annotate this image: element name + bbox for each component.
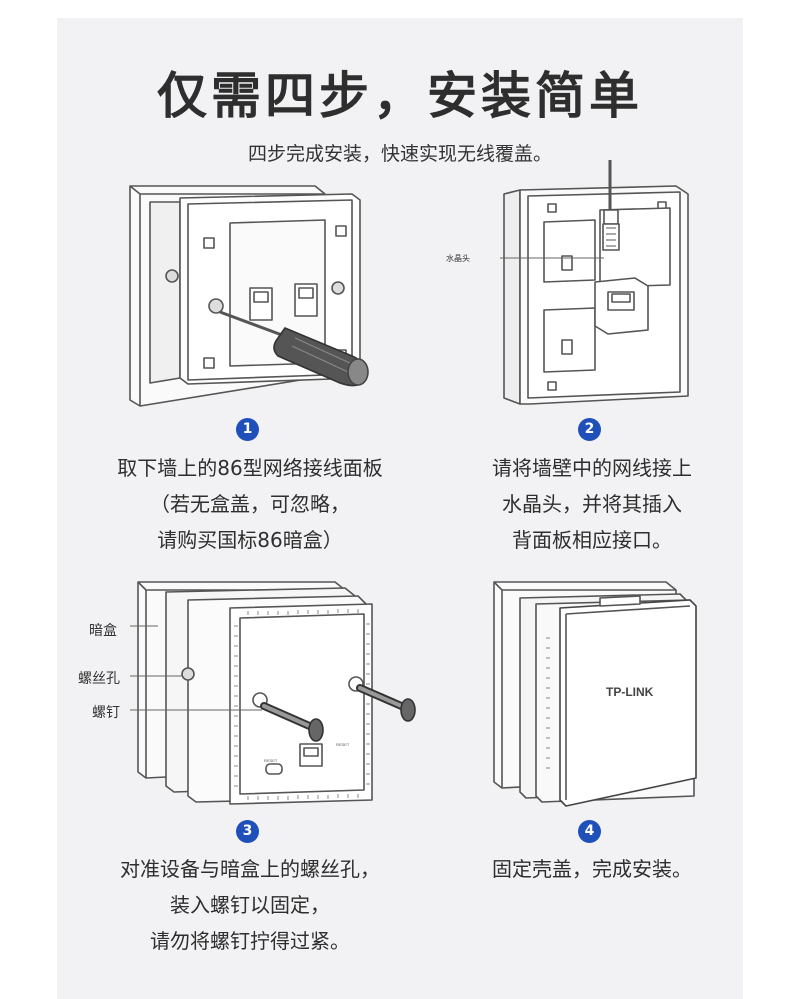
step-3-line-3: 请勿将螺钉拧得过紧。 — [150, 929, 350, 953]
screw-hole-callout: 螺丝孔 — [78, 671, 120, 687]
step-3-line-2: 装入螺钉以固定， — [170, 893, 330, 917]
step-4-description: 固定壳盖，完成安装。 — [427, 851, 757, 887]
step-2-line-2: 水晶头，并将其插入 — [502, 492, 682, 516]
background-panel — [57, 18, 743, 999]
step-2-line-3: 背面板相应接口。 — [512, 528, 672, 552]
step-1-illustration — [129, 185, 369, 407]
brand-logo: TP-LINK — [606, 685, 654, 699]
reset-label-left: RESET — [264, 758, 278, 763]
step-3-line-1: 对准设备与暗盒上的螺丝孔， — [120, 857, 380, 881]
step-4-line-1: 固定壳盖，完成安装。 — [492, 857, 692, 881]
step-1-line-2: （若无盒盖，可忽略， — [150, 492, 350, 516]
step-1-badge: 1 — [236, 418, 259, 441]
page-title: 仅需四步，安装简单 — [157, 67, 643, 125]
reset-label-right: RESET — [336, 742, 350, 747]
step-1-line-1: 取下墙上的86型网络接线面板 — [117, 456, 383, 480]
step-2-description: 请将墙壁中的网线接上 水晶头，并将其插入 背面板相应接口。 — [427, 450, 757, 558]
page-subtitle: 四步完成安装，快速实现无线覆盖。 — [247, 143, 552, 165]
step-4-badge: 4 — [578, 820, 601, 843]
junction-box-callout: 暗盒 — [89, 623, 117, 639]
step-4-illustration: TP-LINK — [493, 581, 697, 807]
step-1-description: 取下墙上的86型网络接线面板 （若无盒盖，可忽略， 请购买国标86暗盒） — [85, 450, 415, 558]
step-2-badge: 2 — [578, 418, 601, 441]
step-2-line-1: 请将墙壁中的网线接上 — [492, 456, 692, 480]
step-3-badge: 3 — [236, 820, 259, 843]
screw-callout: 螺钉 — [92, 705, 120, 721]
step-1-line-3: 请购买国标86暗盒） — [157, 528, 343, 552]
step-3-illustration: RESET RESET — [130, 581, 416, 805]
step-2-illustration — [500, 160, 689, 405]
rj45-callout-label: 水晶头 — [446, 254, 470, 263]
step-3-description: 对准设备与暗盒上的螺丝孔， 装入螺钉以固定， 请勿将螺钉拧得过紧。 — [85, 851, 415, 959]
